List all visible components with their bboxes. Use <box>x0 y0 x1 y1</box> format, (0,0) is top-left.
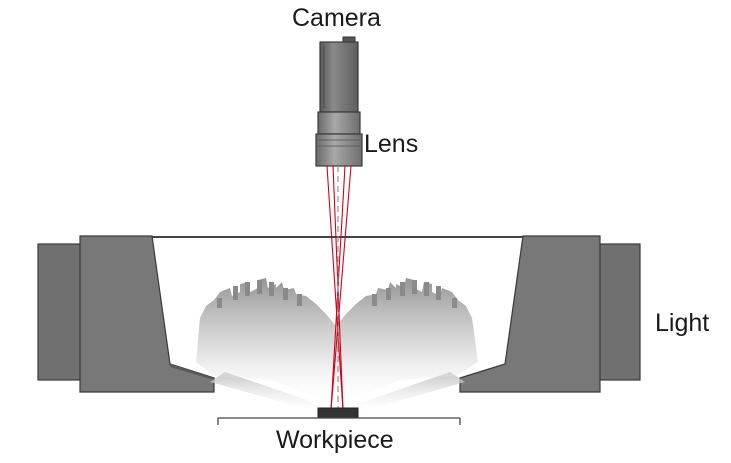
light-beam-left <box>210 372 336 412</box>
lens-top-ring <box>317 111 361 135</box>
camera-body <box>319 41 359 113</box>
light-label: Light <box>655 309 710 337</box>
workpiece-block <box>317 407 359 419</box>
camera-label: Camera <box>292 4 381 32</box>
workpiece-label: Workpiece <box>276 426 394 454</box>
light-housing-right <box>459 235 641 393</box>
workpiece-baseline <box>217 417 461 425</box>
lens-label: Lens <box>364 130 419 158</box>
lens-lower-barrel <box>315 133 363 167</box>
lens <box>315 111 363 167</box>
camera <box>319 36 359 113</box>
light-beam-right <box>340 372 465 412</box>
optical-rays <box>326 165 352 411</box>
light-housing-left <box>37 235 215 393</box>
